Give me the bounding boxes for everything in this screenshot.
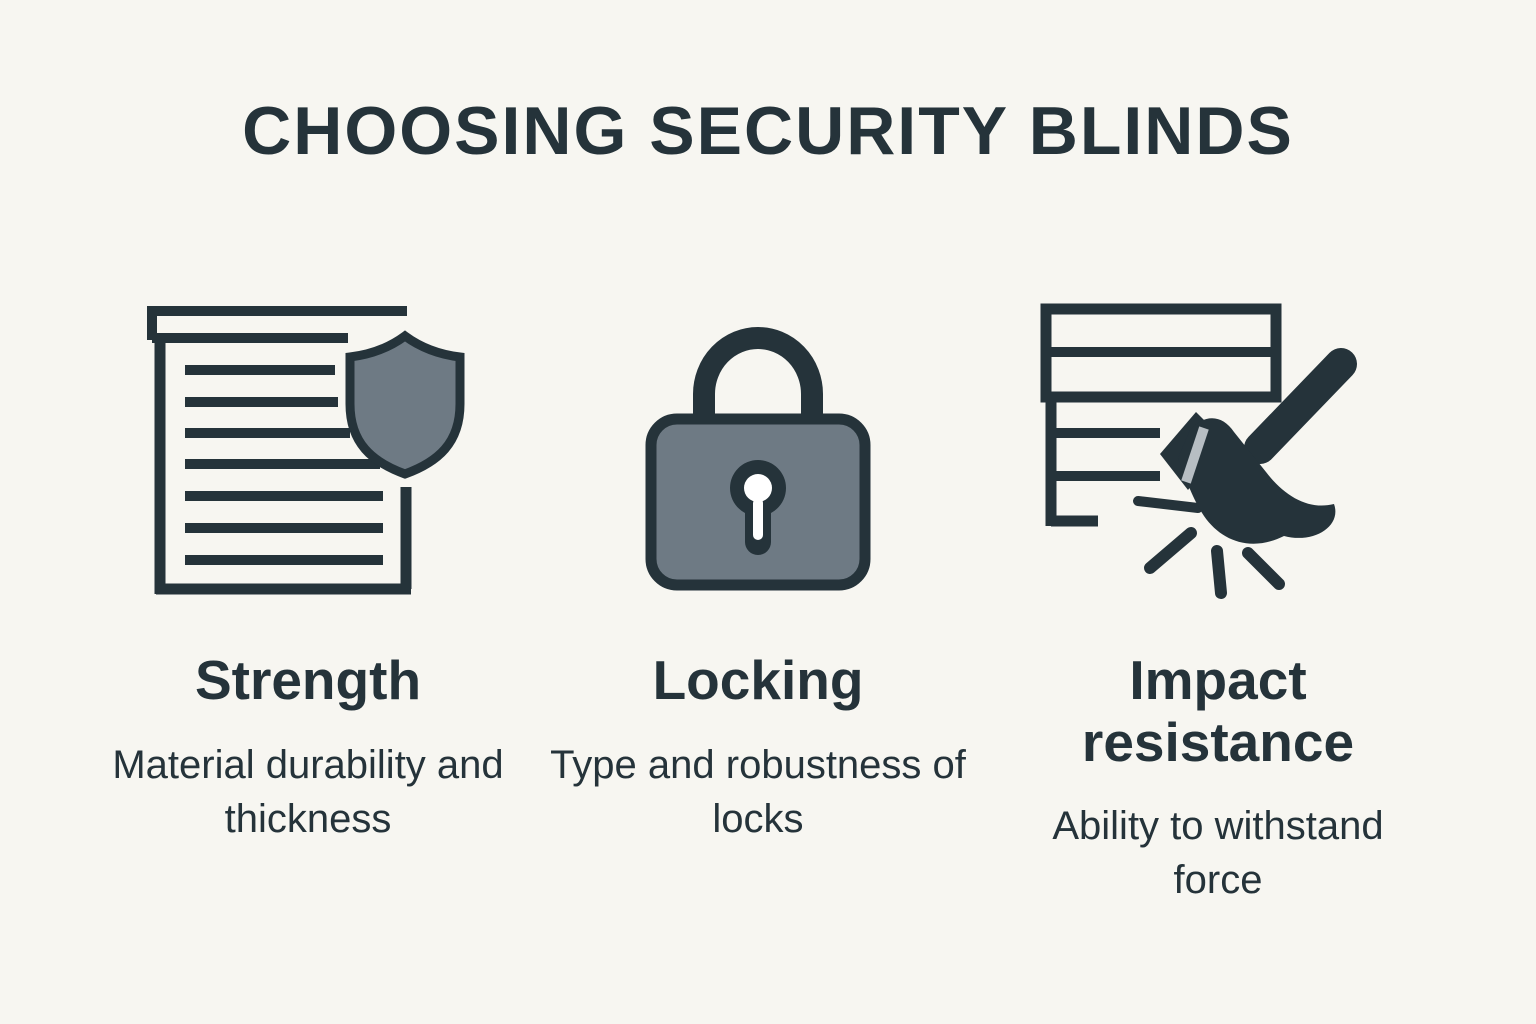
card-impact-label: Impact resistance [1081,649,1355,773]
card-strength-description: Material durability and thickness [112,742,504,841]
page-title: CHOOSING SECURITY BLINDS [242,93,1294,169]
card-locking-description: Type and robustness of locks [550,742,966,841]
blinds-shield-icon [143,302,473,632]
card-locking-label: Locking [652,649,864,711]
card-locking: Locking Type and robustness of locks [528,210,988,907]
card-impact: Impact resistance Ability to withstand f… [988,210,1448,907]
card-strength-label: Strength [194,649,422,711]
card-impact-description: Ability to withstand force [1052,804,1384,903]
padlock-icon [642,302,874,632]
card-strength: Strength Material durability and thickne… [88,210,528,907]
feature-columns: Strength Material durability and thickne… [0,210,1536,907]
blinds-hammer-icon [1038,302,1398,632]
